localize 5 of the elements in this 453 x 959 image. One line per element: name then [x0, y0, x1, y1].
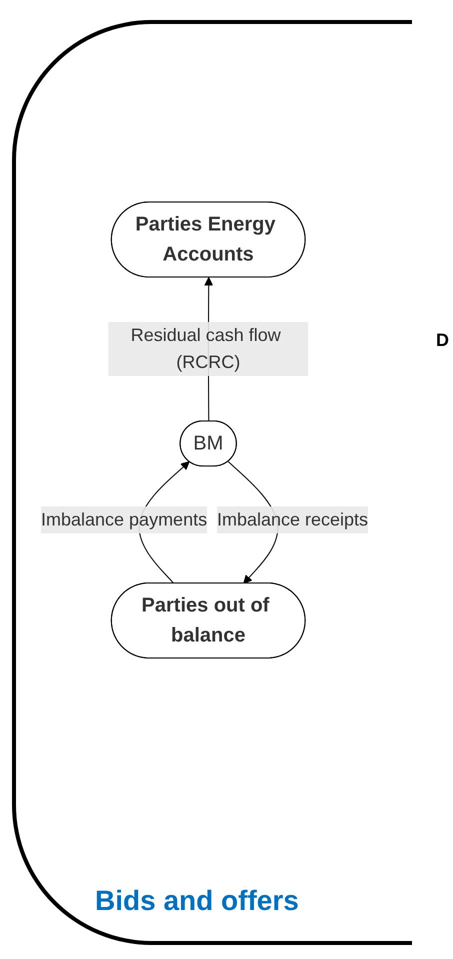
edge-label: Imbalance payments [41, 509, 208, 530]
note-text: D [436, 330, 449, 351]
edge-label: Residual cash flow (RCRC) [131, 325, 282, 372]
edge-label: Imbalance receipts [217, 509, 369, 530]
bracket-label: Bids and offers [95, 885, 299, 917]
